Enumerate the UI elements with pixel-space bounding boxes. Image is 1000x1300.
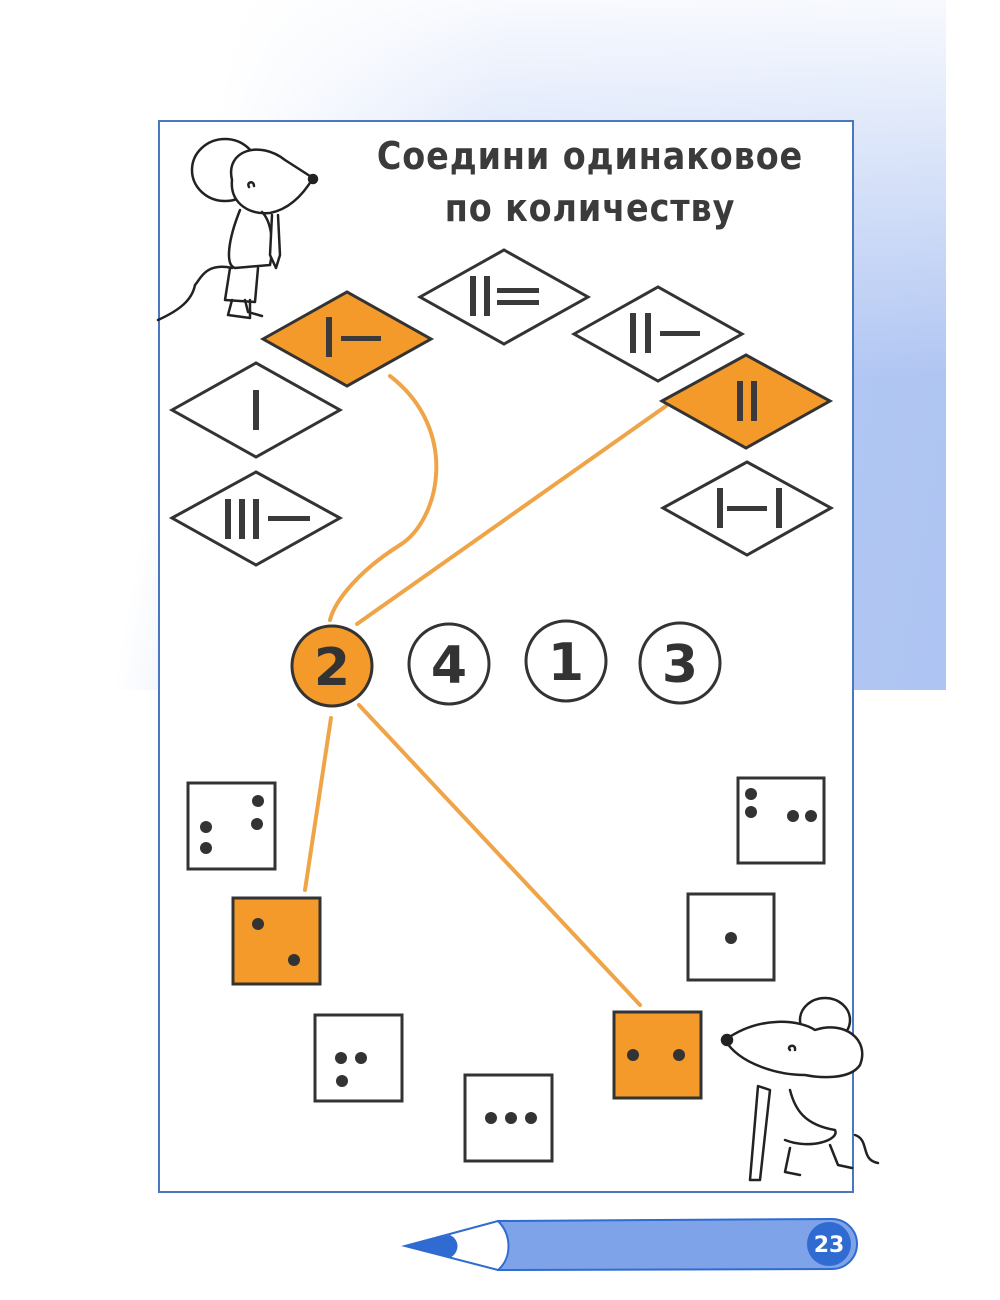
pencil-page-footer: 23 <box>401 1217 858 1272</box>
page-number-badge <box>807 1222 851 1266</box>
tally-marks <box>253 390 259 430</box>
dots <box>485 1112 537 1124</box>
dot-card-2-highlighted[interactable] <box>231 896 322 986</box>
number-label: 4 <box>431 636 467 696</box>
dot-card-1[interactable] <box>686 892 776 982</box>
number-circle-3[interactable]: 3 <box>638 621 722 705</box>
tally-marks <box>717 488 782 528</box>
pencil-lead <box>405 1235 458 1258</box>
tally-card[interactable] <box>570 285 746 383</box>
connection-lines <box>303 374 668 1007</box>
number-circle-4[interactable]: 4 <box>407 622 491 706</box>
connection-line-2-to-dots-a <box>303 716 333 892</box>
tally-marks <box>630 313 700 353</box>
number-circle-2[interactable]: 2 <box>290 624 374 708</box>
connection-line-2-to-dots-b <box>357 703 642 1007</box>
page-number: 23 <box>814 1233 845 1258</box>
dot-card-3-row[interactable] <box>463 1073 554 1163</box>
page-title-line-1: Соедини одинаковое <box>376 134 804 178</box>
tally-card[interactable] <box>259 290 435 388</box>
tally-card[interactable] <box>168 361 344 459</box>
number-circle-1[interactable]: 1 <box>524 619 608 703</box>
dots <box>252 918 300 966</box>
tally-card[interactable] <box>659 460 835 557</box>
tally-marks <box>225 499 310 539</box>
tally-marks <box>470 276 539 316</box>
number-label: 3 <box>662 635 698 695</box>
diamond-shape <box>658 353 834 450</box>
tally-marks <box>326 317 381 357</box>
dot-card-4-b[interactable] <box>736 776 826 865</box>
dot-card-2-highlighted[interactable] <box>612 1010 703 1100</box>
tally-card[interactable] <box>416 248 592 346</box>
pencil-body <box>497 1217 858 1272</box>
dots <box>200 795 264 854</box>
mouse-illustration-bottom-right <box>720 996 880 1182</box>
tally-card[interactable] <box>658 353 834 450</box>
mouse-illustration-top-left <box>156 137 319 322</box>
page-title-line-2: по количеству <box>444 186 736 230</box>
number-label: 2 <box>314 638 350 698</box>
tally-card[interactable] <box>168 470 344 567</box>
dots <box>745 788 817 822</box>
dots <box>725 932 737 944</box>
number-label: 1 <box>548 633 584 693</box>
diamond-shape <box>416 248 592 346</box>
diamond-shape <box>570 285 746 383</box>
dot-card-4[interactable] <box>186 781 277 871</box>
connection-line-tally-2-to-2 <box>355 404 668 626</box>
tally-marks <box>737 381 757 421</box>
dots <box>627 1049 685 1061</box>
dot-card-3-triangle[interactable] <box>313 1013 404 1103</box>
dots <box>335 1052 367 1087</box>
connection-line-tally-1-4-to-2 <box>328 374 439 622</box>
